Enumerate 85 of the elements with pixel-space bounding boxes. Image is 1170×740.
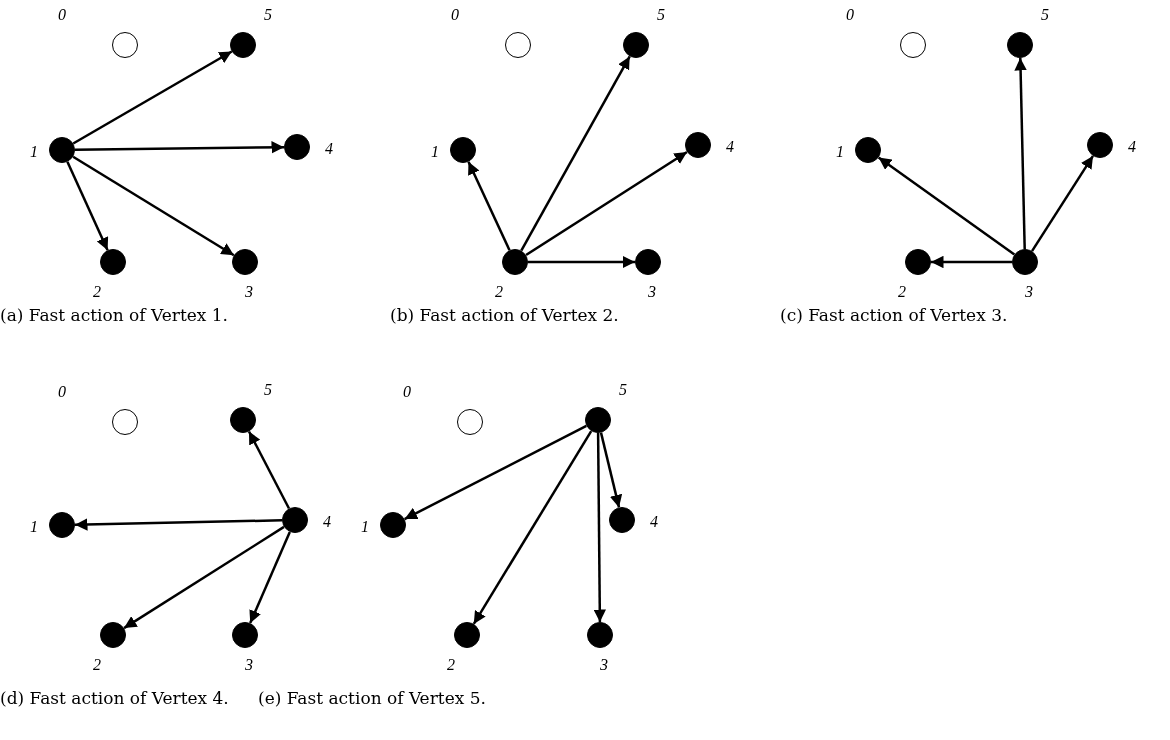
filled-vertex-circle <box>1012 249 1038 275</box>
arrow <box>525 150 688 257</box>
filled-vertex-circle <box>282 507 308 533</box>
arrow <box>599 432 623 508</box>
subfigure-caption: (a) Fast action of Vertex 1. <box>0 305 228 325</box>
filled-vertex-circle <box>232 249 258 275</box>
vertex-number: 4 <box>1128 138 1136 156</box>
filled-vertex-circle <box>230 32 256 58</box>
vertex-number: 1 <box>30 518 38 536</box>
empty-vertex-circle <box>457 409 483 435</box>
arrow <box>593 433 607 622</box>
arrow <box>931 255 1012 269</box>
subfigure-caption: (d) Fast action of Vertex 4. <box>0 688 229 708</box>
subfigure-caption: (c) Fast action of Vertex 3. <box>780 305 1008 325</box>
arrow <box>247 430 291 510</box>
vertex-number: 1 <box>431 143 439 161</box>
filled-vertex-circle <box>905 249 931 275</box>
vertex-number: 4 <box>650 513 658 531</box>
arrow <box>467 161 511 251</box>
vertex-number: 5 <box>657 6 665 24</box>
arrow <box>123 525 285 630</box>
arrow <box>75 141 284 154</box>
filled-vertex-circle <box>230 407 256 433</box>
filled-vertex-circle <box>1087 132 1113 158</box>
vertex-number: 5 <box>264 381 272 399</box>
arrow <box>528 255 635 269</box>
filled-vertex-circle <box>454 622 480 648</box>
vertex-number: 3 <box>600 656 608 674</box>
vertex-number: 1 <box>30 143 38 161</box>
vertex-number: 2 <box>447 656 455 674</box>
arrow <box>74 518 283 531</box>
vertex-number: 1 <box>836 143 844 161</box>
vertex-number: 2 <box>495 283 503 301</box>
vertex-number: 5 <box>264 6 272 24</box>
arrow <box>404 424 587 521</box>
filled-vertex-circle <box>685 132 711 158</box>
vertex-number: 5 <box>1041 6 1049 24</box>
filled-vertex-circle <box>232 622 258 648</box>
vertex-number: 0 <box>403 383 411 401</box>
empty-vertex-circle <box>900 32 926 58</box>
empty-vertex-circle <box>505 32 531 58</box>
filled-vertex-circle <box>380 512 406 538</box>
filled-vertex-circle <box>502 249 528 275</box>
vertex-number: 0 <box>451 6 459 24</box>
vertex-number: 4 <box>323 513 331 531</box>
vertex-number: 2 <box>898 283 906 301</box>
vertex-number: 0 <box>58 6 66 24</box>
arrow <box>72 155 235 257</box>
vertex-number: 2 <box>93 283 101 301</box>
filled-vertex-circle <box>635 249 661 275</box>
vertex-number: 3 <box>245 283 253 301</box>
filled-vertex-circle <box>49 137 75 163</box>
arrow <box>472 430 593 625</box>
filled-vertex-circle <box>609 507 635 533</box>
vertex-number: 3 <box>648 283 656 301</box>
arrow <box>520 55 631 252</box>
filled-vertex-circle <box>623 32 649 58</box>
filled-vertex-circle <box>100 249 126 275</box>
vertex-number: 4 <box>325 140 333 158</box>
filled-vertex-circle <box>587 622 613 648</box>
filled-vertex-circle <box>855 137 881 163</box>
arrow <box>72 50 233 145</box>
vertex-number: 1 <box>361 518 369 536</box>
filled-vertex-circle <box>49 512 75 538</box>
filled-vertex-circle <box>1007 32 1033 58</box>
vertex-number: 3 <box>245 656 253 674</box>
empty-vertex-circle <box>112 32 138 58</box>
vertex-number: 0 <box>58 383 66 401</box>
arrow <box>1014 57 1027 250</box>
arrow <box>66 161 109 251</box>
vertex-number: 2 <box>93 656 101 674</box>
vertex-number: 5 <box>619 381 627 399</box>
vertex-number: 0 <box>846 6 854 24</box>
arrow <box>249 531 291 624</box>
subfigure-caption: (e) Fast action of Vertex 5. <box>258 688 486 708</box>
filled-vertex-circle <box>100 622 126 648</box>
arrow <box>877 156 1016 256</box>
filled-vertex-circle <box>284 134 310 160</box>
empty-vertex-circle <box>112 409 138 435</box>
vertex-number: 4 <box>726 138 734 156</box>
arrow <box>1030 155 1095 252</box>
filled-vertex-circle <box>585 407 611 433</box>
filled-vertex-circle <box>450 137 476 163</box>
vertex-number: 3 <box>1025 283 1033 301</box>
subfigure-caption: (b) Fast action of Vertex 2. <box>390 305 619 325</box>
